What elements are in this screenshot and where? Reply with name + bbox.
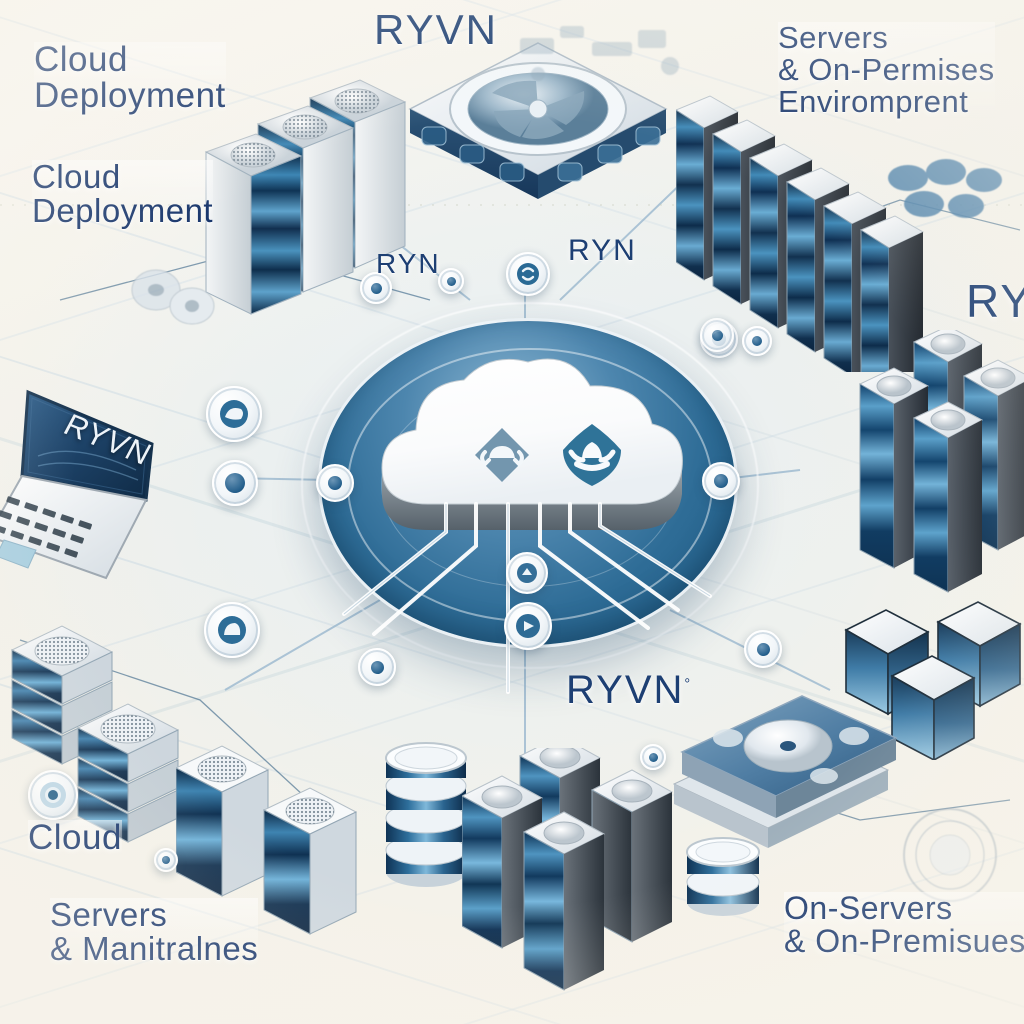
- upload-icon: [517, 563, 537, 583]
- label-servers-mainframes: Servers & Manitralnes: [50, 896, 259, 968]
- node-core: [162, 856, 170, 864]
- node-badge-bottom-left-eye[interactable]: [28, 770, 78, 820]
- node-badge-lower-right[interactable]: [744, 630, 782, 668]
- storage-cylinder-bottom-right: [678, 826, 768, 926]
- label-cloud-bottom: Cloud: [28, 818, 122, 857]
- cloud-service-icons: [468, 420, 628, 490]
- node-core: [370, 282, 382, 294]
- node-core: [714, 474, 728, 488]
- brand-ryn-mid-left: RYN: [376, 248, 441, 279]
- database-cylinder: [378, 740, 474, 910]
- node-core: [370, 660, 384, 674]
- node-badge-platform-right[interactable]: [702, 462, 740, 500]
- brand-ryvn-bottom-text: RYVN: [566, 668, 685, 712]
- node-badge-center-lower[interactable]: [506, 552, 548, 594]
- cloud-down-icon: [218, 616, 246, 644]
- refresh-icon: [517, 263, 539, 285]
- cloud-arrow-icon: [220, 400, 248, 428]
- node-core: [225, 473, 245, 493]
- brand-ryvn-top: RYVN: [374, 6, 498, 53]
- node-badge-pin-bottom-center[interactable]: [640, 744, 666, 770]
- node-badge-bottom-mid[interactable]: [358, 648, 396, 686]
- shield-cloud-icon[interactable]: [559, 422, 625, 488]
- disc-decor-left: [118, 258, 228, 338]
- brand-ry-right-edge: RY: [966, 275, 1024, 327]
- node-badge-center-lowest[interactable]: [504, 602, 552, 650]
- brand-ryn-mid-center: RYN: [568, 234, 637, 267]
- central-cloud[interactable]: [364, 354, 694, 554]
- node-badge-left-mid[interactable]: [212, 460, 258, 506]
- node-badge-top-mid[interactable]: [506, 252, 550, 296]
- node-badge-bottom-left[interactable]: [204, 602, 260, 658]
- label-servers-on-premises: Servers & On-Permises Enviromprent: [778, 20, 995, 120]
- server-rack-group-right: [852, 325, 1024, 600]
- eye-icon: [40, 782, 66, 808]
- node-core: [446, 276, 456, 286]
- node-badge-platform-left[interactable]: [316, 464, 354, 502]
- node-core: [648, 752, 658, 762]
- brand-ryvn-bottom-sup: °: [684, 676, 691, 693]
- label-on-servers-on-premises: On-Servers & On-Premisues: [784, 890, 1024, 960]
- node-badge-pin-left-lower[interactable]: [154, 848, 178, 872]
- node-badge-left-upper[interactable]: [206, 386, 262, 442]
- label-cloud-deployment-1: Cloud Deployment: [34, 40, 226, 116]
- cloud-platform-disc[interactable]: [301, 301, 759, 669]
- brand-ryvn-bottom: RYVN°: [566, 668, 690, 713]
- node-core: [328, 476, 342, 490]
- node-core: [752, 336, 762, 346]
- label-cloud-deployment-2: Cloud Deployment: [32, 158, 214, 230]
- blue-blob-decor: [880, 150, 1020, 230]
- node-core: [756, 642, 770, 656]
- server-rack-trio-bottom-center: [460, 735, 702, 998]
- play-icon: [516, 614, 540, 638]
- node-badge-pin-mid-right[interactable]: [742, 326, 772, 356]
- sync-cloud-icon[interactable]: [471, 424, 533, 486]
- node-badge-pin-left-far[interactable]: [438, 268, 464, 294]
- scattered-components-top: [510, 8, 690, 98]
- laptop-workstation[interactable]: [0, 378, 236, 608]
